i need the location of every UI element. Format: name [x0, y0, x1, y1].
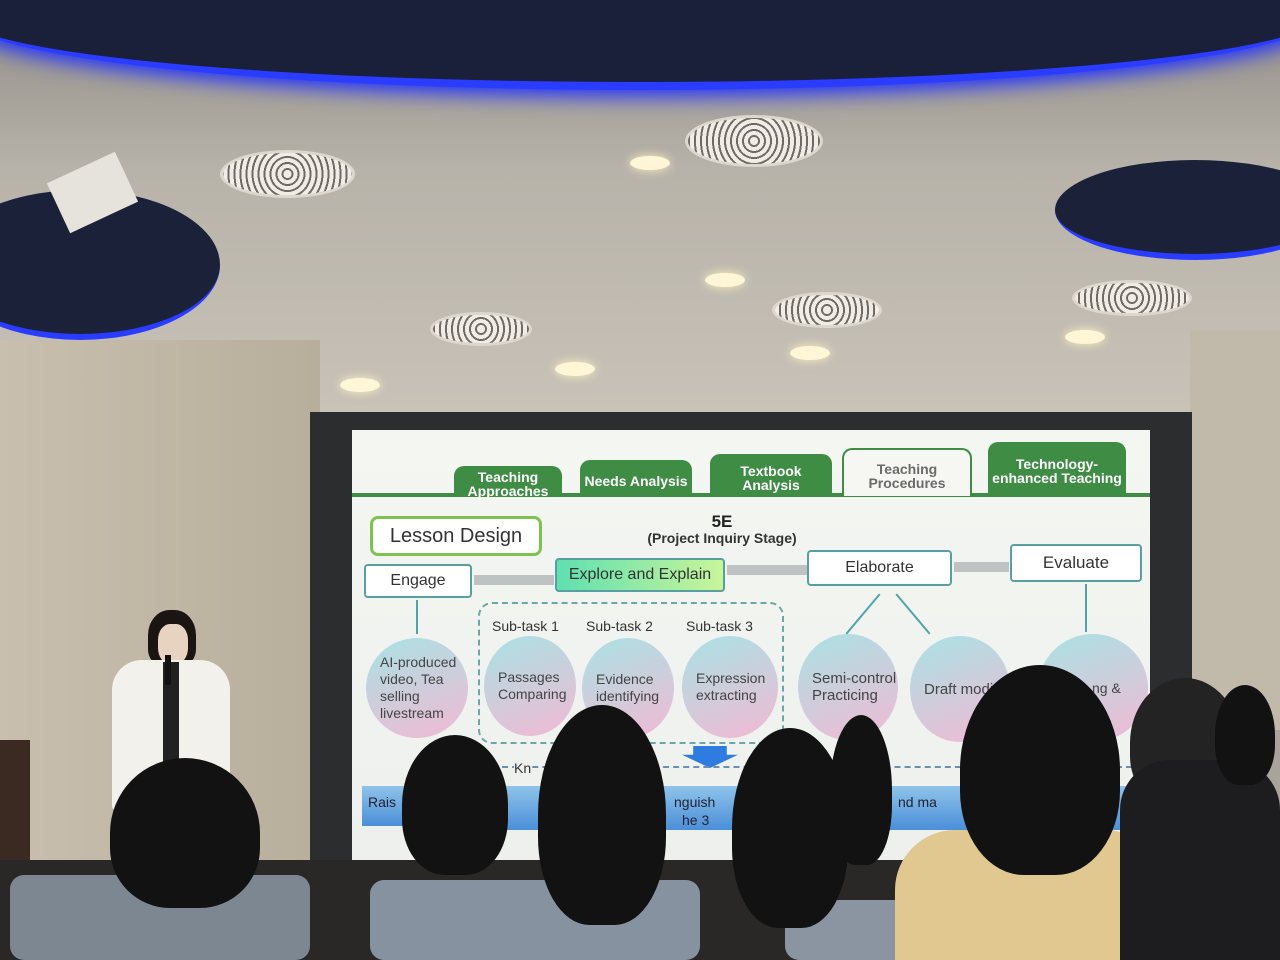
ceiling-light [340, 378, 380, 392]
connector [895, 593, 931, 635]
tab-teaching-procedures: Teaching Procedures [842, 448, 972, 496]
tab-teaching-approaches: Teaching Approaches [454, 466, 562, 498]
speaker-inner-top [163, 662, 179, 762]
circle-expression-extracting: Expression extracting [682, 636, 778, 738]
air-vent [685, 115, 823, 167]
bottom-box-text: nd ma [898, 794, 937, 810]
subtask-label: Sub-task 3 [686, 618, 753, 634]
ceiling-light [630, 156, 670, 170]
ceiling-light [1065, 330, 1105, 344]
stage-elaborate: Elaborate [807, 550, 952, 586]
circle-engage-activity: AI-produced video, Tea selling livestrea… [366, 638, 468, 738]
slide-subtitle: (Project Inquiry Stage) [647, 530, 797, 546]
air-vent [220, 150, 355, 198]
flow-arrow [954, 562, 1009, 572]
stage-explore-explain: Explore and Explain [555, 558, 725, 592]
microphone-icon [165, 655, 171, 685]
ceiling-light [555, 362, 595, 376]
lesson-design-label: Lesson Design [370, 516, 542, 556]
down-arrow-icon [682, 746, 738, 768]
connector [845, 593, 881, 635]
subtask-label: Sub-task 2 [586, 618, 653, 634]
connector [416, 600, 418, 634]
partial-text: he 3 [682, 812, 710, 828]
ceiling-dome-right [1055, 160, 1280, 260]
audience-head [732, 728, 848, 928]
speaker-face [158, 624, 188, 664]
audience-head [830, 715, 892, 865]
audience-head [960, 665, 1120, 875]
stage-engage: Engage [364, 564, 472, 598]
stage-evaluate: Evaluate [1010, 544, 1142, 582]
air-vent [772, 292, 882, 328]
air-vent [430, 312, 532, 346]
podium [0, 740, 30, 870]
wall-right [1190, 330, 1280, 730]
ceiling-dome-left [0, 190, 220, 340]
partial-text: Kn [514, 760, 532, 777]
connector [1085, 584, 1087, 632]
flow-arrow [727, 565, 807, 575]
audience-head [538, 705, 666, 925]
slide-title: 5E [711, 512, 733, 531]
audience-head [110, 758, 260, 908]
audience-body [1120, 760, 1280, 960]
tab-textbook-analysis: Textbook Analysis [710, 454, 832, 496]
audience-head [1215, 685, 1275, 785]
tab-technology-enhanced-teaching: Technology-enhanced Teaching [988, 442, 1126, 494]
ceiling-light [705, 273, 745, 287]
partial-text: ng & [1092, 679, 1121, 696]
circle-passages-comparing: Passages Comparing [484, 636, 576, 736]
flow-arrow [474, 575, 554, 585]
ceiling-light [790, 346, 830, 360]
partial-text: nguish [674, 794, 716, 810]
tab-needs-analysis: Needs Analysis [580, 460, 692, 496]
air-vent [1072, 280, 1192, 316]
bottom-box-text: Rais [368, 794, 397, 810]
subtask-label: Sub-task 1 [492, 618, 559, 634]
audience-head [402, 735, 508, 875]
